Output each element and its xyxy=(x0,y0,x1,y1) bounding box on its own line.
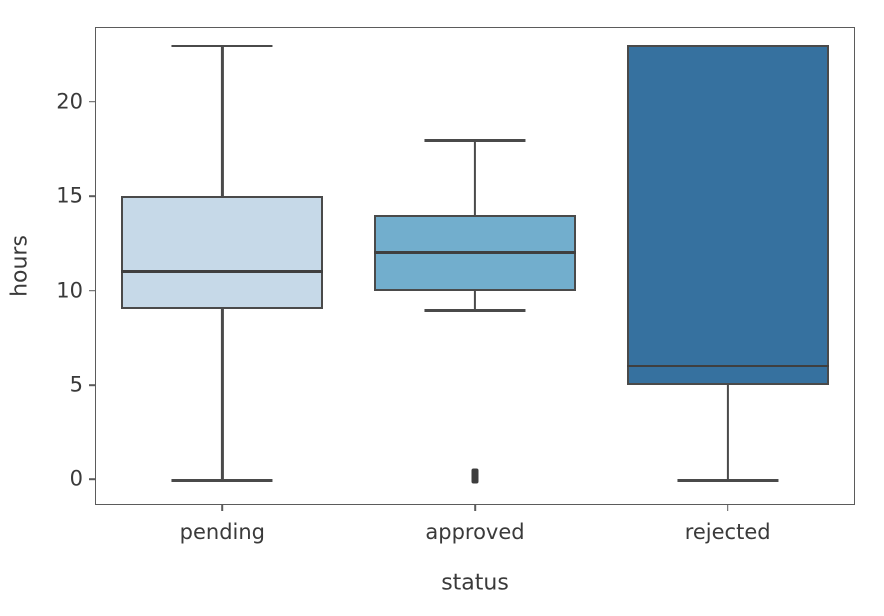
x-tick-label-pending: pending xyxy=(179,520,266,544)
plot-canvas xyxy=(96,28,854,504)
whisker-cap-lower-pending xyxy=(171,479,273,482)
y-tick-label: 15 xyxy=(56,183,83,208)
whisker-cap-upper-approved xyxy=(424,139,526,142)
y-tick-label: 5 xyxy=(69,372,83,397)
y-tick-mark xyxy=(89,195,96,197)
outlier-marker-approved xyxy=(471,468,479,478)
box-rejected[interactable] xyxy=(626,45,829,385)
x-tick-label-rejected: rejected xyxy=(684,520,771,544)
x-tick-mark xyxy=(221,504,224,511)
whisker-lower-pending xyxy=(221,309,224,480)
y-tick-mark xyxy=(89,289,96,292)
whisker-upper-approved xyxy=(473,139,477,215)
median-line-approved xyxy=(373,251,577,255)
outlier-marker-approved xyxy=(471,474,479,484)
x-tick-label-approved: approved xyxy=(425,520,525,544)
box-pending[interactable] xyxy=(121,196,324,310)
y-tick-mark xyxy=(89,478,96,481)
y-axis-label: hours xyxy=(7,235,33,297)
x-axis-label: status xyxy=(441,570,509,596)
x-tick-mark xyxy=(726,504,729,511)
y-tick-label: 20 xyxy=(56,89,83,114)
median-line-pending xyxy=(121,270,324,273)
whisker-lower-approved xyxy=(473,290,477,310)
median-line-rejected xyxy=(626,364,829,368)
y-tick-label: 10 xyxy=(56,278,83,303)
y-tick-mark xyxy=(89,100,96,103)
whisker-upper-pending xyxy=(221,45,224,197)
plot-axes: 0 5 10 15 20 pending approved rejected xyxy=(56,27,855,543)
y-tick-mark xyxy=(89,384,96,386)
whisker-cap-lower-rejected xyxy=(677,479,779,482)
whisker-cap-lower-approved xyxy=(424,309,526,312)
whisker-cap-upper-pending xyxy=(171,45,273,48)
whisker-lower-rejected xyxy=(726,385,729,480)
x-tick-mark xyxy=(474,504,476,511)
y-tick-label: 0 xyxy=(69,466,83,491)
